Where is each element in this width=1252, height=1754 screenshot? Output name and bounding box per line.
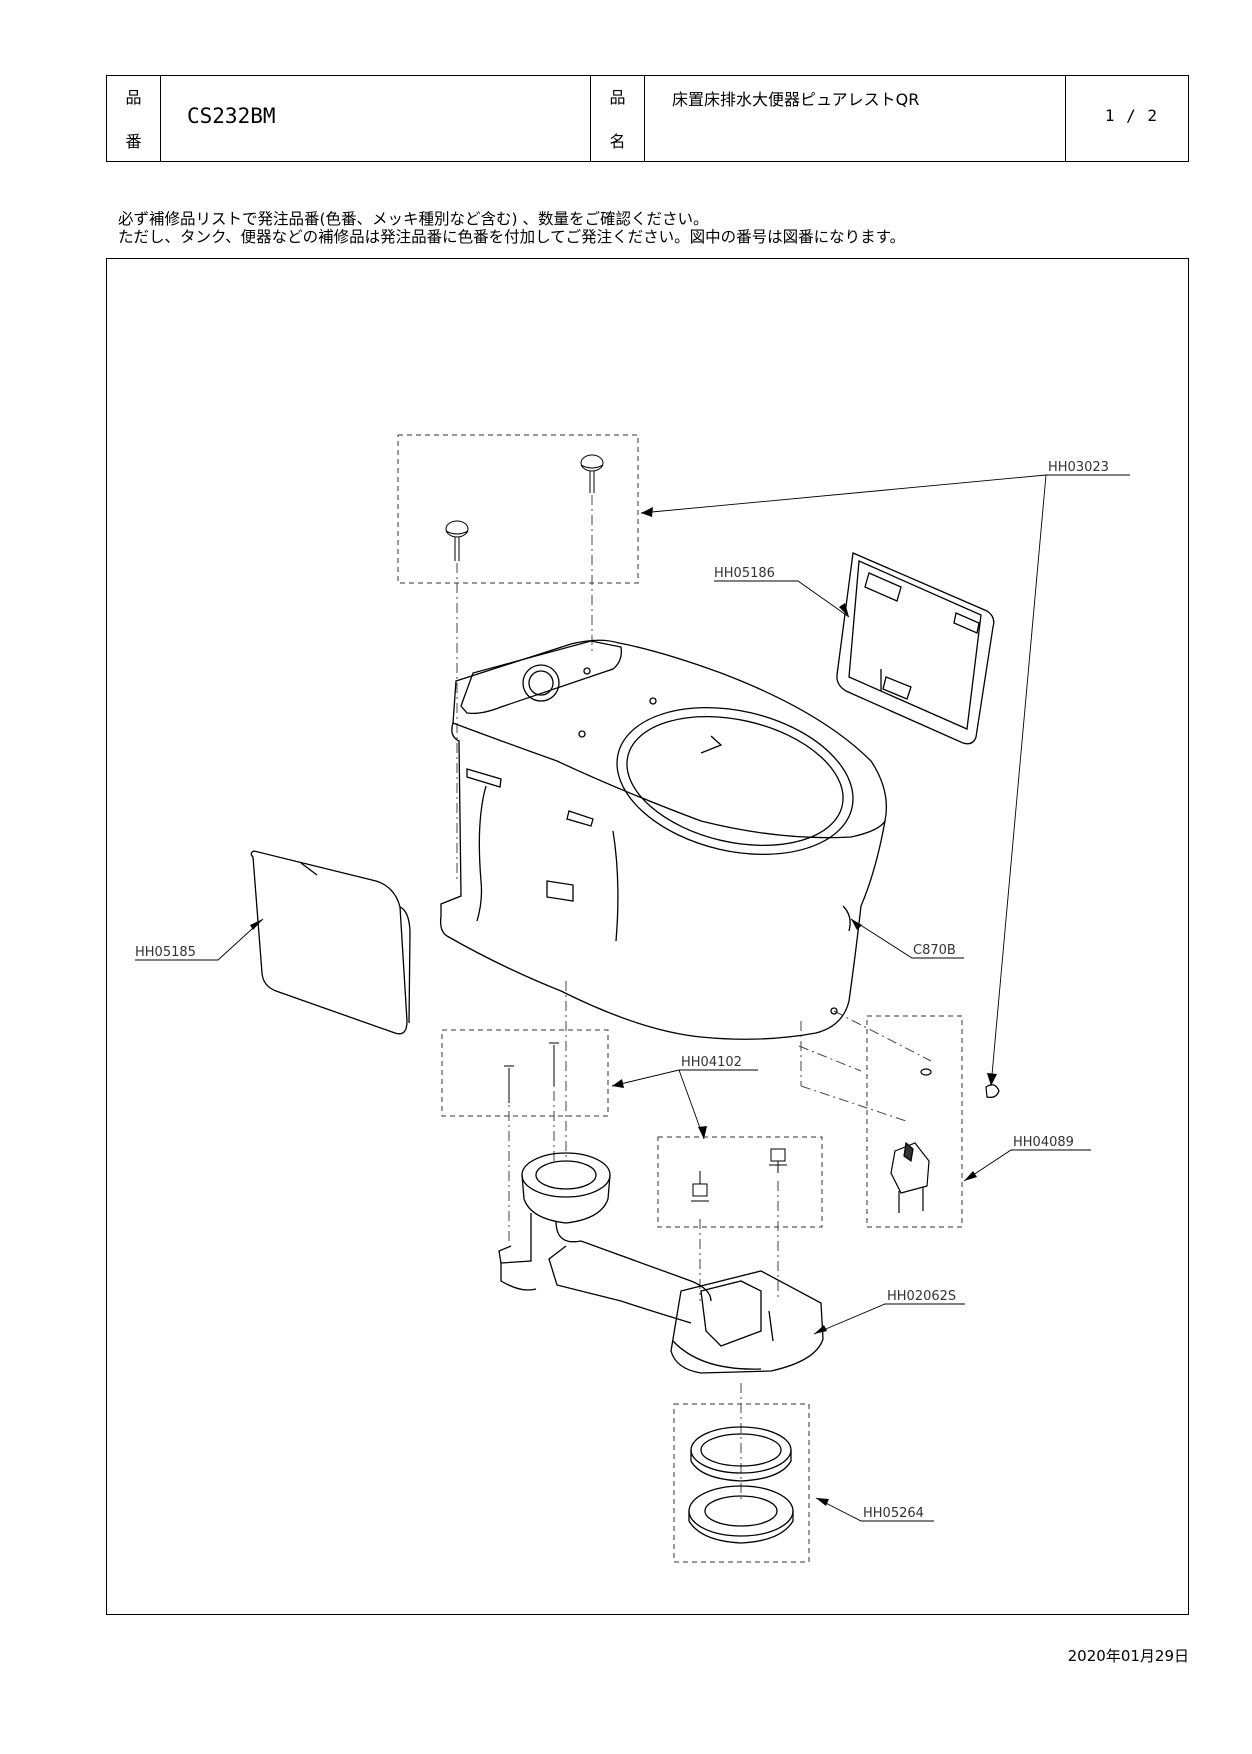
- leader-hh04102-a: [611, 1069, 758, 1087]
- exploded-parts-diagram: HH03023 HH05186 HH05185 C870B HH04102 HH…: [135, 434, 1130, 1563]
- product-name-label-bottom: 名: [609, 132, 626, 151]
- cap-bolt-icon: [445, 520, 469, 561]
- part-number-label-bottom: 番: [125, 132, 142, 151]
- back-cover-panel: [836, 552, 995, 745]
- label-hh04089: HH04089: [1013, 1135, 1074, 1150]
- leader-hh02062s: [813, 1303, 965, 1335]
- screw-icon: [504, 1065, 514, 1103]
- title-block: 品 番 CS232BM 品 名 床置床排水大便器ピュアレストQR 1 / 2: [106, 75, 1189, 162]
- gasket-ring-icon: [688, 1485, 794, 1544]
- toilet-bowl-body: [439, 639, 888, 1040]
- leader-hh03023-b: [990, 474, 1047, 1087]
- label-hh03023: HH03023: [1048, 460, 1109, 475]
- leader-hh05185: [135, 918, 264, 961]
- leader-hh03023-a: [640, 474, 1130, 514]
- leader-hh05186: [714, 580, 850, 618]
- ordering-notes: 必ず補修品リストで発注品番(色番、メッキ種別など含む) 、数量をご確認ください。…: [118, 210, 905, 246]
- note-line-1: 必ず補修品リストで発注品番(色番、メッキ種別など含む) 、数量をご確認ください。: [118, 210, 709, 228]
- screw-icon: [549, 1042, 559, 1086]
- bolt-icon: [691, 1171, 709, 1202]
- part-number-label-cell: 品 番: [107, 76, 161, 161]
- product-name-label-cell: 品 名: [591, 76, 645, 161]
- label-c870b: C870B: [913, 943, 956, 958]
- issue-date: 2020年01月29日: [1067, 1647, 1189, 1665]
- page-indicator: 1 / 2: [1104, 106, 1158, 125]
- exploded-diagram-frame: HH03023 HH05186 HH05185 C870B HH04102 HH…: [106, 258, 1189, 1615]
- label-hh05185: HH05185: [135, 945, 196, 960]
- label-hh05186: HH05186: [714, 566, 775, 581]
- part-number: CS232BM: [187, 104, 276, 128]
- gasket-ring-icon: [690, 1426, 792, 1482]
- product-name: 床置床排水大便器ピュアレストQR: [672, 90, 920, 109]
- note-line-2: ただし、タンク、便器などの補修品は発注品番に色番を付加してご発注ください。図中の…: [118, 228, 906, 246]
- part-number-label-top: 品: [125, 88, 142, 107]
- hh04089-box: [866, 1015, 963, 1228]
- side-cover-panel: [250, 850, 411, 1035]
- cap-bolt-icon: [580, 454, 604, 493]
- leader-hh05264: [815, 1497, 934, 1522]
- label-hh05264: HH05264: [863, 1506, 924, 1521]
- label-hh04102: HH04102: [681, 1055, 742, 1070]
- wall-bracket: [890, 1068, 1000, 1213]
- bolt-icon: [769, 1148, 787, 1173]
- hh04102-bolts-box: [657, 1136, 823, 1228]
- leader-hh04089: [963, 1149, 1091, 1182]
- hh03023-group-box: [397, 434, 639, 584]
- part-number-cell: CS232BM: [161, 76, 591, 161]
- hh04102-screws-box: [441, 1029, 609, 1117]
- drain-pipe-assembly: [498, 1152, 824, 1374]
- product-name-cell: 床置床排水大便器ピュアレストQR: [645, 76, 1066, 161]
- label-hh02062s: HH02062S: [887, 1289, 956, 1304]
- product-name-label-top: 品: [609, 88, 626, 107]
- leader-c870b: [850, 918, 964, 959]
